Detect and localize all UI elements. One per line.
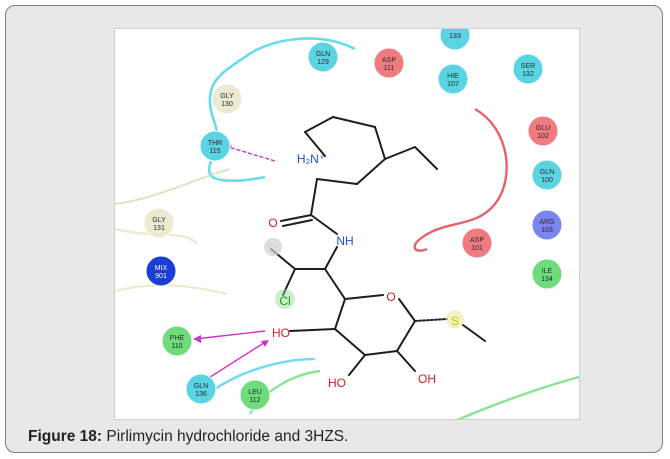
residue-name: THR	[208, 140, 222, 147]
figure-caption: Figure 18: Pirlimycin hydrochloride and …	[28, 428, 348, 446]
residue-name: GLN	[194, 383, 208, 390]
diagram-canvas: H₂N⁺ NH O O Cl S HO HO OH 133GLN129ASP11…	[115, 29, 579, 419]
residue-num: 131	[153, 225, 165, 232]
residue-num: 133	[449, 33, 461, 40]
residue-num: 115	[209, 148, 220, 155]
chlorine-atom-shade	[275, 289, 295, 309]
atom-h2n: H₂N⁺	[297, 152, 325, 166]
residue-r133: 133	[439, 29, 471, 51]
methyl-atom-shade	[264, 238, 282, 256]
residue-name: MIX	[155, 265, 168, 272]
atom-nh: NH	[336, 234, 353, 248]
atom-s: S	[451, 314, 459, 328]
pocket-line-green-left	[115, 168, 231, 205]
residue-num: 103	[541, 227, 553, 234]
ligand-bonds	[270, 116, 486, 376]
atom-oh-right: OH	[418, 372, 436, 386]
residue-num: 130	[221, 101, 233, 108]
residue-name: ARG	[539, 219, 554, 226]
residue-name: ILE	[542, 268, 553, 275]
residue-name: GLN	[540, 169, 554, 176]
residue-num: 111	[384, 65, 395, 72]
pocket-line-cyan-bottom	[214, 357, 316, 391]
residue-name: GLY	[220, 93, 234, 100]
residue-num: 901	[155, 273, 167, 280]
residue-disc	[145, 255, 177, 287]
residue-disc	[527, 115, 559, 147]
residue-name: PHE	[170, 335, 185, 342]
residue-num: 102	[537, 133, 549, 140]
residue-name: GLN	[316, 51, 330, 58]
residue-num: 129	[317, 59, 329, 66]
residue-num: 136	[195, 391, 207, 398]
atom-ho-left: HO	[272, 326, 290, 340]
residue-name: ASP	[382, 57, 396, 64]
pocket-line-cyan	[207, 37, 356, 183]
atom-o-carbonyl: O	[268, 216, 277, 230]
residue-disc	[437, 63, 469, 95]
residue-disc	[185, 373, 217, 405]
residue-disc	[512, 53, 544, 85]
residue-num: 107	[447, 81, 459, 88]
figure-caption-text: Pirlimycin hydrochloride and 3HZS.	[102, 428, 349, 445]
residue-disc	[531, 258, 563, 290]
pocket-line-green-right	[456, 375, 579, 419]
residue-name: GLU	[536, 125, 550, 132]
residue-disc	[531, 209, 563, 241]
residue-name: HIE	[447, 73, 459, 80]
residue-disc	[439, 29, 471, 51]
sulfur-atom-shade	[446, 310, 464, 328]
residue-num: 100	[541, 177, 553, 184]
residue-num: 134	[541, 276, 553, 283]
figure-caption-label: Figure 18:	[28, 428, 103, 445]
residue-disc	[161, 325, 193, 357]
residue-name: LEU	[248, 389, 262, 396]
residue-disc	[373, 47, 405, 79]
residue-disc	[143, 207, 175, 239]
residue-disc	[531, 159, 563, 191]
residue-num: 110	[171, 343, 182, 350]
ligand-atoms: H₂N⁺ NH O O Cl S HO HO OH	[264, 152, 464, 390]
atom-o-ring: O	[386, 290, 395, 304]
residue-disc	[461, 227, 493, 259]
pocket-line-red	[413, 107, 508, 252]
residue-name: GLY	[152, 217, 166, 224]
residue-disc	[211, 83, 243, 115]
residue-disc	[307, 41, 339, 73]
residue-num: 101	[471, 245, 483, 252]
residue-disc	[199, 130, 231, 162]
residue-num: 112	[249, 397, 260, 404]
residue-num: 132	[522, 71, 534, 78]
atom-ho-bottom: HO	[328, 376, 346, 390]
residue-name: SER	[521, 63, 535, 70]
atom-cl: Cl	[279, 294, 290, 308]
residue-disc	[239, 379, 271, 411]
pocket-line-cream-mid	[115, 284, 228, 296]
residue-name: ASP	[470, 237, 484, 244]
